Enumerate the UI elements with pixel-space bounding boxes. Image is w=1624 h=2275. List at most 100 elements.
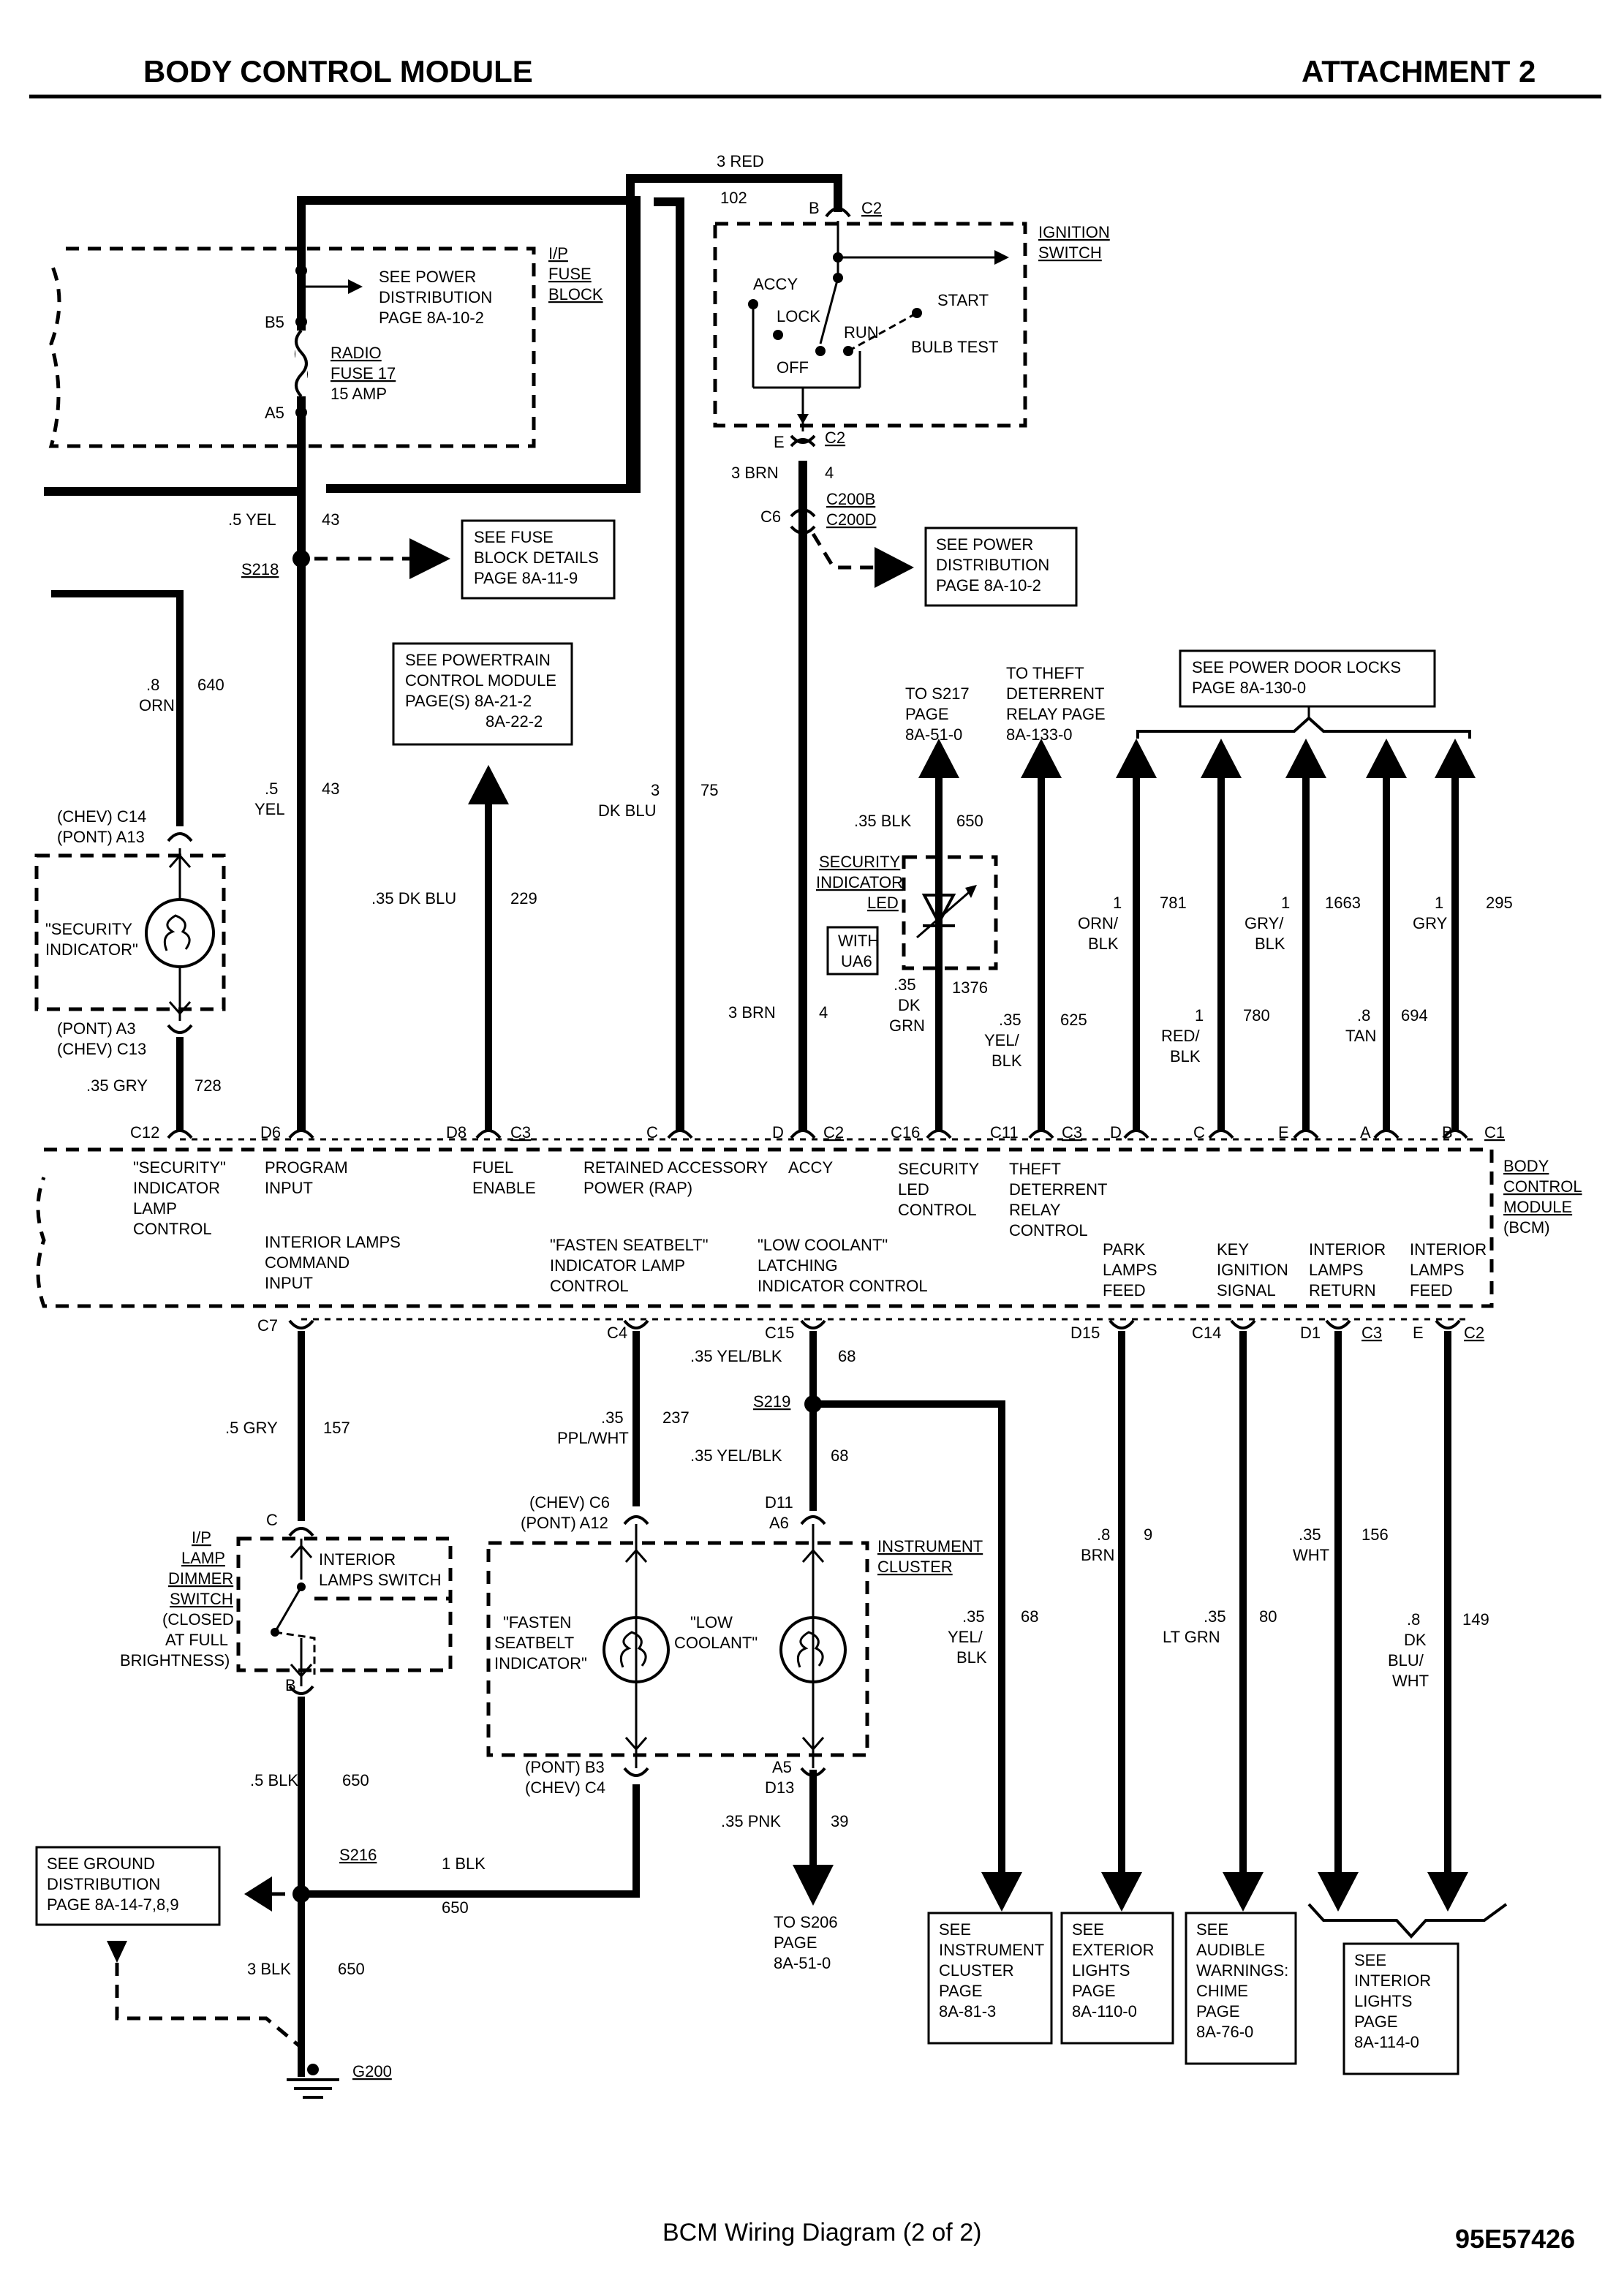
diagram-label: 780 bbox=[1243, 1006, 1270, 1025]
seatbelt-arrow-top bbox=[624, 1548, 648, 1563]
diagram-label: START bbox=[937, 291, 989, 309]
diagram-label: WHT bbox=[1293, 1546, 1329, 1564]
diagram-label: S216 bbox=[339, 1846, 377, 1864]
diagram-label: LED bbox=[898, 1180, 929, 1199]
diagram-label: (CHEV) C13 bbox=[57, 1040, 146, 1058]
callout-line: SEE bbox=[1354, 1951, 1386, 1969]
diagram-label: D bbox=[772, 1123, 784, 1142]
arrow-down-80 bbox=[1223, 1872, 1264, 1912]
callout-line: INTERIOR bbox=[1354, 1972, 1431, 1990]
diagram-label: (BCM) bbox=[1503, 1218, 1550, 1237]
diagram-label: BLK bbox=[1170, 1047, 1201, 1065]
diagram-label: 650 bbox=[442, 1898, 469, 1917]
diagram-label: 295 bbox=[1486, 894, 1513, 912]
interior-lights-brace bbox=[1307, 1903, 1508, 1939]
diagram-label: .35 YEL/BLK bbox=[690, 1347, 782, 1365]
diagram-label: RETURN bbox=[1309, 1281, 1376, 1299]
diagram-label: WITH bbox=[838, 932, 879, 950]
diagram-label: 15 AMP bbox=[331, 385, 387, 403]
diagram-label: ACCY bbox=[788, 1158, 833, 1177]
diagram-label: BLK bbox=[992, 1052, 1022, 1070]
arrow-down-156 bbox=[1318, 1872, 1359, 1912]
callout-line: SEE POWER DOOR LOCKS bbox=[1192, 658, 1401, 676]
callout-line: LIGHTS bbox=[1354, 1992, 1412, 2010]
diagram-label: C2 bbox=[861, 199, 882, 217]
ign-output-arrow bbox=[797, 414, 809, 424]
callout-line: SEE bbox=[939, 1920, 971, 1939]
diagram-label: 1 bbox=[1195, 1006, 1204, 1025]
diagram-label: FEED bbox=[1410, 1281, 1453, 1299]
coolant-lamp-filament bbox=[796, 1631, 824, 1668]
diagram-label: YEL/ bbox=[948, 1628, 983, 1646]
diagram-label: D8 bbox=[446, 1123, 467, 1142]
diagram-label: 728 bbox=[194, 1076, 222, 1095]
dimmer-switch-outline bbox=[236, 1536, 453, 1672]
diagram-label: INTERIOR bbox=[1410, 1240, 1487, 1259]
diagram-label: C2 bbox=[825, 429, 845, 447]
diagram-label: INTERIOR bbox=[319, 1550, 396, 1569]
diagram-label: (PONT) A13 bbox=[57, 828, 145, 846]
diagram-label: IGNITION bbox=[1217, 1261, 1288, 1279]
diagram-label: BODY bbox=[1503, 1157, 1549, 1175]
diagram-label: LAMP bbox=[181, 1549, 225, 1567]
diagram-label: 694 bbox=[1401, 1006, 1428, 1025]
diagram-label: ACCY bbox=[753, 275, 798, 293]
diagram-label: A5 bbox=[265, 404, 284, 422]
arrow-up-650 bbox=[918, 739, 959, 778]
diagram-label: 156 bbox=[1361, 1525, 1389, 1544]
callout-line: 8A-110-0 bbox=[1072, 2002, 1137, 2021]
diagram-label: BRIGHTNESS) bbox=[120, 1651, 230, 1670]
diagram-label: "LOW bbox=[690, 1613, 733, 1631]
diagram-label: (PONT) A3 bbox=[57, 1019, 136, 1038]
diagram-label: PPL/WHT bbox=[557, 1429, 629, 1447]
diagram-label: (CHEV) C4 bbox=[525, 1778, 605, 1797]
diagram-label: 3 BLK bbox=[247, 1960, 291, 1978]
ground-g200 bbox=[287, 2064, 339, 2099]
callout-line: 8A-22-2 bbox=[486, 712, 543, 731]
diagram-label: SWITCH bbox=[1038, 244, 1102, 262]
callout-boxes bbox=[35, 519, 1459, 2075]
callout-line: SEE POWER bbox=[936, 535, 1033, 554]
diagram-label: 650 bbox=[342, 1771, 369, 1789]
wires bbox=[44, 174, 1459, 2077]
callout-line: PAGE bbox=[1196, 2002, 1240, 2021]
coolant-arrow-bottom bbox=[801, 1737, 825, 1751]
diagram-label: WHT bbox=[1392, 1672, 1429, 1690]
callout-line: SEE POWERTRAIN bbox=[405, 651, 551, 669]
diagram-label: FEED bbox=[1103, 1281, 1146, 1299]
security-indicator-outline bbox=[34, 853, 226, 1011]
diagram-label: RUN bbox=[844, 323, 879, 342]
diagram-label: C2 bbox=[1464, 1324, 1484, 1342]
diagram-label: LAMPS bbox=[1410, 1261, 1465, 1279]
diagram-label: C bbox=[266, 1511, 278, 1529]
arrow-up-1663 bbox=[1285, 739, 1326, 778]
diagram-label: .5 GRY bbox=[225, 1419, 278, 1437]
diagram-label: 1376 bbox=[952, 978, 988, 997]
diagram-label: C3 bbox=[510, 1123, 531, 1142]
diagram-label: YEL/ bbox=[984, 1031, 1020, 1049]
diagram-label: ORN bbox=[139, 696, 175, 714]
dimmer-switch bbox=[271, 1539, 450, 1686]
terminal-a5 bbox=[295, 407, 307, 418]
conn-c15 bbox=[800, 1319, 826, 1329]
callout-line: SEE bbox=[1072, 1920, 1104, 1939]
diagram-label: (CHEV) C6 bbox=[529, 1493, 610, 1512]
diagram-label: CONTROL bbox=[133, 1220, 212, 1238]
diagram-label: C11 bbox=[990, 1123, 1019, 1142]
diagram-label: C3 bbox=[1062, 1123, 1082, 1142]
diagram-label: UA6 bbox=[841, 952, 872, 970]
conn-c13 bbox=[167, 1024, 193, 1034]
diagram-label: ENABLE bbox=[472, 1179, 536, 1197]
ign-node-top bbox=[833, 252, 843, 263]
diagram-label: C3 bbox=[1361, 1324, 1382, 1342]
diagram-label: LT GRN bbox=[1163, 1628, 1220, 1646]
diagram-label: PAGE bbox=[774, 1933, 817, 1952]
conn-c16 bbox=[926, 1129, 952, 1139]
diagram-label: 1 bbox=[1281, 894, 1290, 912]
diagram-label: B bbox=[285, 1676, 296, 1694]
diagram-label: INSTRUMENT bbox=[877, 1537, 983, 1555]
dash-ground-ref bbox=[115, 1963, 303, 2049]
